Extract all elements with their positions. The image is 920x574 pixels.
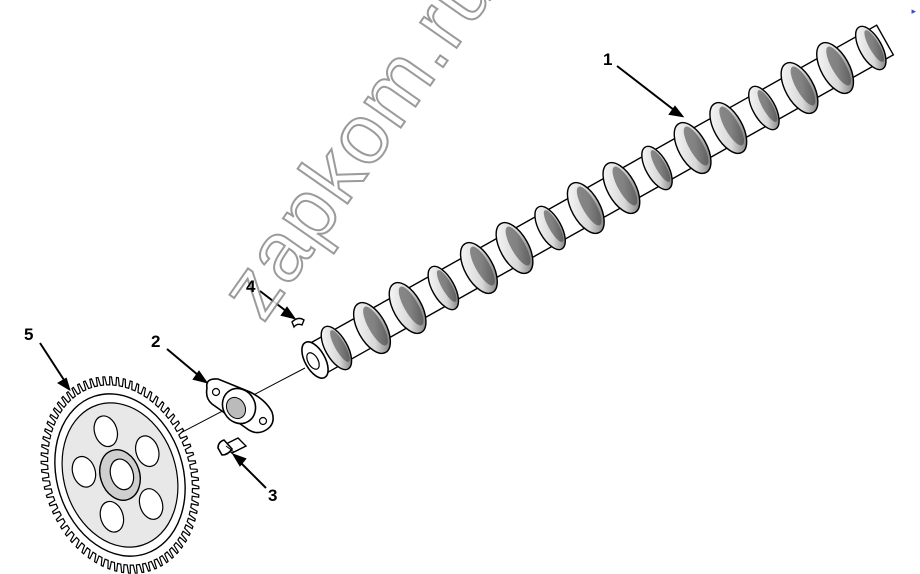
woodruff-key bbox=[291, 317, 305, 329]
thrust-plate bbox=[205, 378, 274, 434]
lobe-shading bbox=[543, 210, 564, 242]
callout-5: 5 bbox=[24, 325, 34, 344]
gear-lightening-hole bbox=[99, 500, 125, 533]
lobe-shading bbox=[757, 90, 778, 122]
lobe-shading bbox=[330, 330, 350, 362]
lobe-shading bbox=[826, 46, 851, 86]
lobe-shading bbox=[436, 270, 457, 302]
gear-lightening-hole bbox=[93, 415, 119, 448]
lobe-shading bbox=[363, 306, 388, 346]
lobe-shading bbox=[864, 30, 885, 62]
lobe-shading bbox=[790, 66, 816, 106]
camshaft bbox=[301, 24, 895, 379]
leader-arrows bbox=[39, 65, 685, 489]
callout-2: 2 bbox=[151, 332, 161, 351]
callout-3: 3 bbox=[268, 486, 278, 505]
callout-1: 1 bbox=[603, 50, 613, 69]
bolt bbox=[217, 437, 248, 456]
lobe-shading bbox=[612, 166, 638, 206]
lobe-shading bbox=[650, 150, 671, 182]
corner-mark: ▸ bbox=[911, 6, 916, 16]
lobe-shading bbox=[719, 106, 745, 146]
camshaft-gear bbox=[40, 376, 200, 574]
lobe-shading bbox=[398, 286, 424, 326]
gear-lightening-hole bbox=[138, 488, 164, 520]
gear-lightening-hole bbox=[134, 435, 160, 468]
gear-lightening-hole bbox=[71, 455, 97, 488]
lobe-shading bbox=[470, 246, 495, 286]
gear-bore bbox=[109, 458, 135, 491]
callout-4: 4 bbox=[246, 277, 256, 296]
camshaft-nose-hub bbox=[306, 352, 320, 370]
lobe-shading bbox=[505, 226, 531, 266]
lobe-shading bbox=[683, 126, 709, 166]
lobe-shading bbox=[576, 186, 602, 226]
